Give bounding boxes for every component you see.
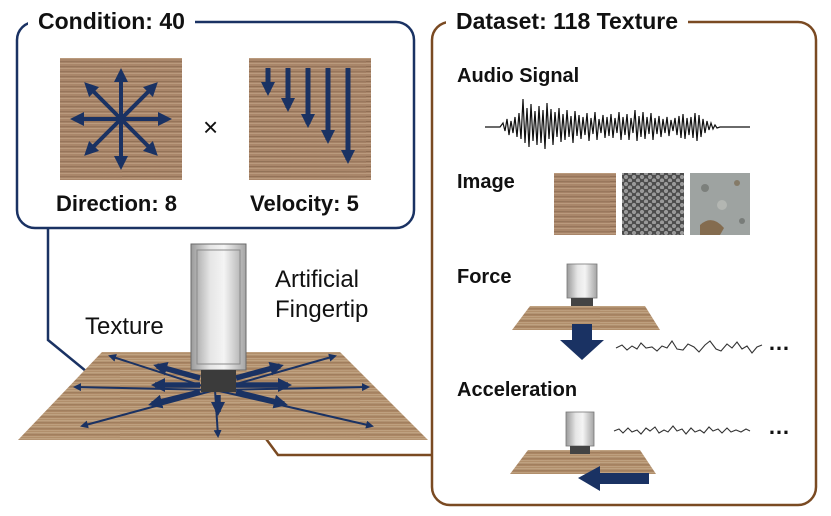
- velocity-arrows: [261, 68, 355, 164]
- texture-plane: [18, 352, 428, 440]
- velocity-wood-image: [249, 58, 371, 180]
- artificial-fingertip: [190, 243, 247, 392]
- fingertip-label-line1: Artificial: [275, 266, 360, 293]
- force-label: Force: [457, 266, 512, 288]
- condition-connector-line: [46, 228, 104, 386]
- thick-velocity-arrows: [148, 361, 292, 416]
- acceleration-illustration: [510, 411, 751, 491]
- main-scene: [18, 243, 428, 440]
- force-wood-plane: [512, 306, 660, 330]
- acceleration-label: Acceleration: [457, 379, 578, 401]
- accel-arrow-shaft: [597, 473, 649, 484]
- direction-label: Direction: 8: [56, 191, 178, 216]
- acceleration-signal: [613, 425, 751, 435]
- stone-texture-thumbnail: [690, 173, 750, 235]
- force-signal: [615, 340, 763, 354]
- accel-wood-plane: [510, 450, 656, 474]
- times-symbol: ×: [203, 112, 219, 142]
- force-ellipsis: …: [768, 330, 790, 355]
- force-fingertip-tip: [571, 298, 593, 306]
- direction-wood-image: [60, 58, 182, 180]
- force-arrow-head: [560, 340, 604, 360]
- image-label: Image: [457, 171, 515, 193]
- force-illustration: [512, 263, 763, 360]
- audio-waveform: [485, 98, 750, 150]
- accel-fingertip-tip: [570, 446, 590, 454]
- condition-panel: [15, 20, 416, 386]
- fingertip-tip: [201, 370, 236, 392]
- wood-texture-thumbnail: [554, 173, 616, 235]
- dataset-title: Dataset: 118 Texture: [446, 10, 689, 33]
- condition-box-border: [15, 20, 416, 230]
- acceleration-ellipsis: …: [768, 414, 790, 439]
- texture-label: Texture: [85, 313, 164, 340]
- accel-fingertip-body: [565, 411, 595, 447]
- condition-title: Condition: 40: [28, 10, 195, 33]
- audio-signal-label: Audio Signal: [457, 65, 580, 87]
- direction-arrows: [70, 68, 172, 170]
- velocity-label: Velocity: 5: [250, 191, 359, 216]
- mesh-texture-thumbnail: [622, 173, 684, 235]
- accel-arrow-head: [578, 466, 600, 491]
- fingertip-body: [190, 243, 247, 371]
- force-arrow-shaft: [572, 324, 592, 342]
- fingertip-inner-frame: [196, 249, 241, 365]
- fingertip-label-line2: Fingertip: [275, 296, 369, 323]
- force-fingertip-body: [566, 263, 598, 299]
